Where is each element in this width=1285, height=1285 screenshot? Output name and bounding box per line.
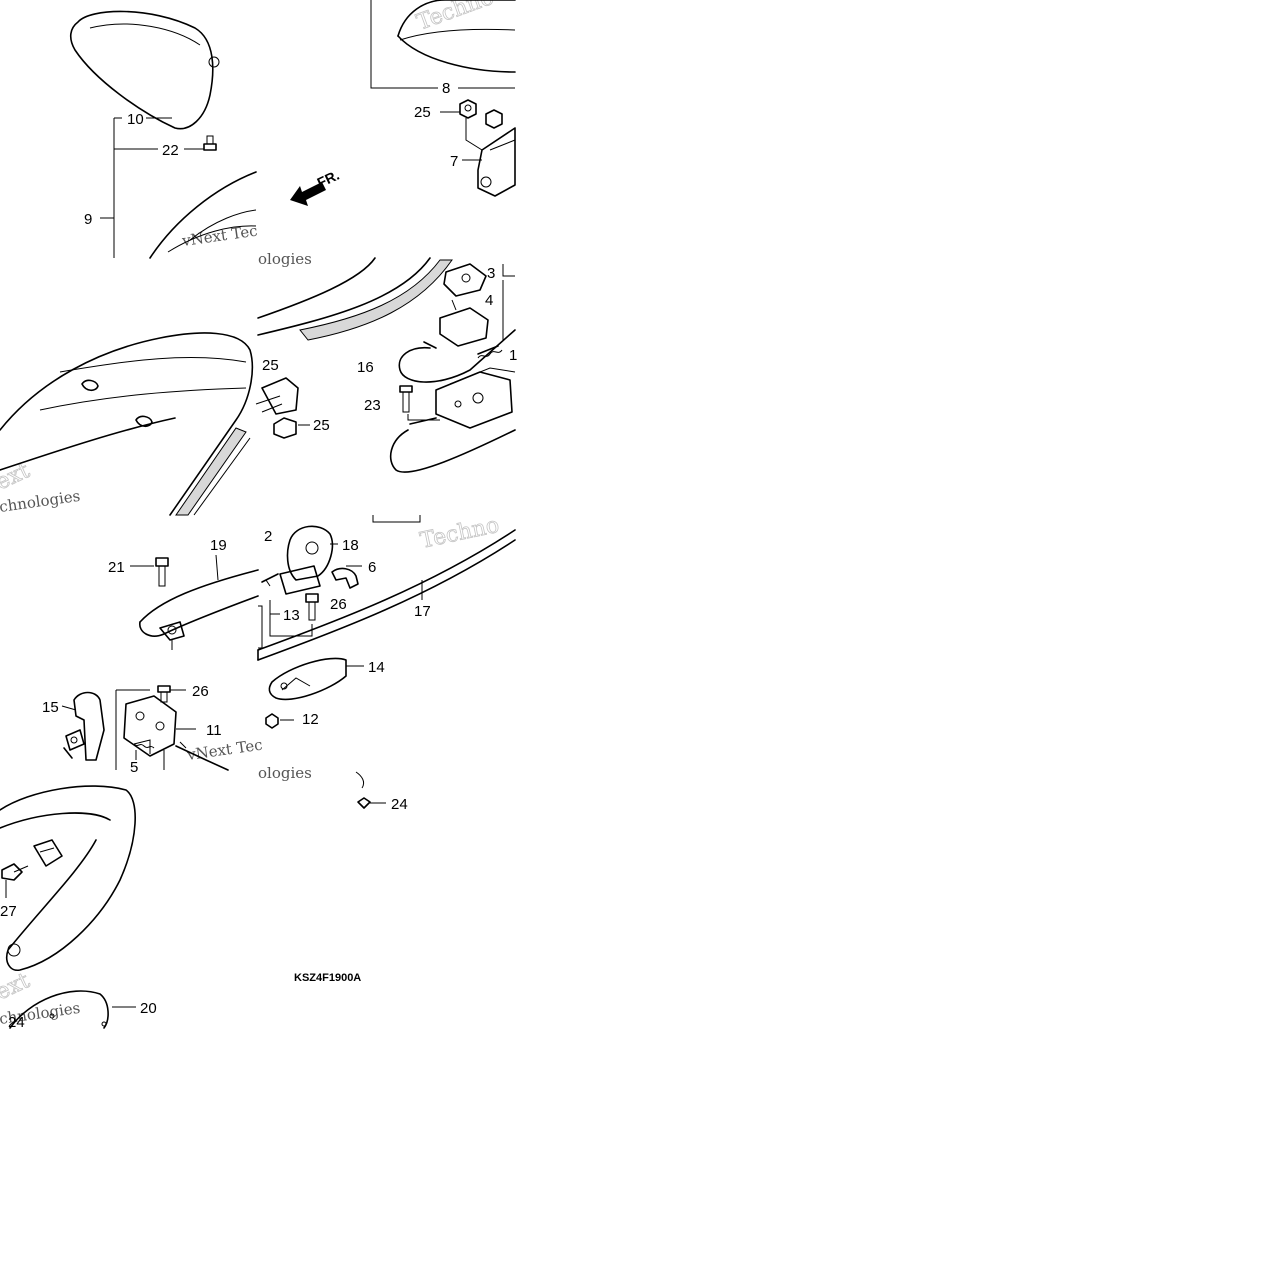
svg-text:chnologies: chnologies xyxy=(0,487,81,516)
callout-25-low: 25 xyxy=(313,417,330,434)
latch-11 xyxy=(115,689,196,770)
bolt-22 xyxy=(203,135,217,151)
callout-1: 1 xyxy=(509,347,517,364)
callout-24: 24 xyxy=(391,796,408,813)
svg-text:ext: ext xyxy=(0,968,34,1005)
rear-cowl xyxy=(0,785,136,972)
callout-5: 5 xyxy=(130,759,138,776)
callout-25-mid: 25 xyxy=(262,357,279,374)
bolt-27 xyxy=(1,863,29,898)
callout-2: 2 xyxy=(264,528,272,545)
hinge-assembly xyxy=(255,377,299,415)
cable-end xyxy=(175,741,229,771)
seat-8 xyxy=(370,0,516,89)
callout-24-low: 24 xyxy=(8,1014,25,1031)
nut-25-lower xyxy=(273,417,310,439)
nut-12 xyxy=(265,713,294,729)
callout-14: 14 xyxy=(368,659,385,676)
callout-4: 4 xyxy=(485,292,493,309)
backrest-part xyxy=(69,10,220,130)
callout-22: 22 xyxy=(162,142,179,159)
bolt-26-mid xyxy=(305,593,319,621)
callout-8: 8 xyxy=(442,80,450,97)
svg-text:ologies: ologies xyxy=(258,250,312,268)
callout-18: 18 xyxy=(342,537,359,554)
clip-6 xyxy=(331,565,362,589)
callout-labels: 10 22 9 8 25 7 3 4 16 1 23 25 25 19 21 2… xyxy=(0,80,517,1031)
main-seat xyxy=(0,332,254,516)
callout-bracket-5 xyxy=(372,515,421,523)
callout-bracket-3 xyxy=(502,264,515,340)
bracket-7 xyxy=(440,111,516,197)
grab-rail-19 xyxy=(139,554,259,650)
callout-19: 19 xyxy=(210,537,227,554)
callout-bracket-13 xyxy=(258,573,313,649)
bolt-23 xyxy=(399,385,440,421)
svg-text:ologies: ologies xyxy=(258,764,312,782)
svg-text:FR.: FR. xyxy=(315,167,342,191)
callout-3: 3 xyxy=(487,265,495,282)
callout-bracket-9 xyxy=(100,117,204,258)
callout-20: 20 xyxy=(140,1000,157,1017)
callout-23: 23 xyxy=(364,397,381,414)
latch-assembly xyxy=(435,263,516,429)
cable-16 xyxy=(389,329,516,473)
callout-25: 25 xyxy=(414,104,431,121)
seat-fragment-9 xyxy=(149,171,257,259)
callout-21: 21 xyxy=(108,559,125,576)
cable-17 xyxy=(257,529,516,661)
seat-lid-edge xyxy=(257,257,453,341)
callout-26: 26 xyxy=(330,596,347,613)
callout-9: 9 xyxy=(84,211,92,228)
front-direction-arrow: FR. xyxy=(290,167,342,206)
callout-6: 6 xyxy=(368,559,376,576)
callout-15: 15 xyxy=(42,699,59,716)
callout-12: 12 xyxy=(302,711,319,728)
bracket-18 xyxy=(279,525,338,595)
callout-11: 11 xyxy=(206,722,222,739)
callout-17: 17 xyxy=(414,603,431,620)
cover-20 xyxy=(9,990,136,1029)
callout-13: 13 xyxy=(283,607,300,624)
bolt-26 xyxy=(157,685,186,703)
nut-25 xyxy=(459,99,503,129)
watermark: Techno Techno vNext Tec ologies vNext Te… xyxy=(0,0,502,1028)
lock-15 xyxy=(61,691,105,761)
tray-14 xyxy=(268,657,364,701)
screw-24 xyxy=(355,771,386,809)
callout-26-low: 26 xyxy=(192,683,209,700)
callout-27: 27 xyxy=(0,903,17,920)
callout-10: 10 xyxy=(127,111,144,128)
callout-7: 7 xyxy=(450,153,458,170)
callout-16: 16 xyxy=(357,359,374,376)
svg-text:vNext Tec: vNext Tec xyxy=(185,736,264,765)
bolt-21 xyxy=(130,557,169,587)
drawing-code: KSZ4F1900A xyxy=(294,972,361,984)
svg-text:Techno: Techno xyxy=(418,513,501,554)
